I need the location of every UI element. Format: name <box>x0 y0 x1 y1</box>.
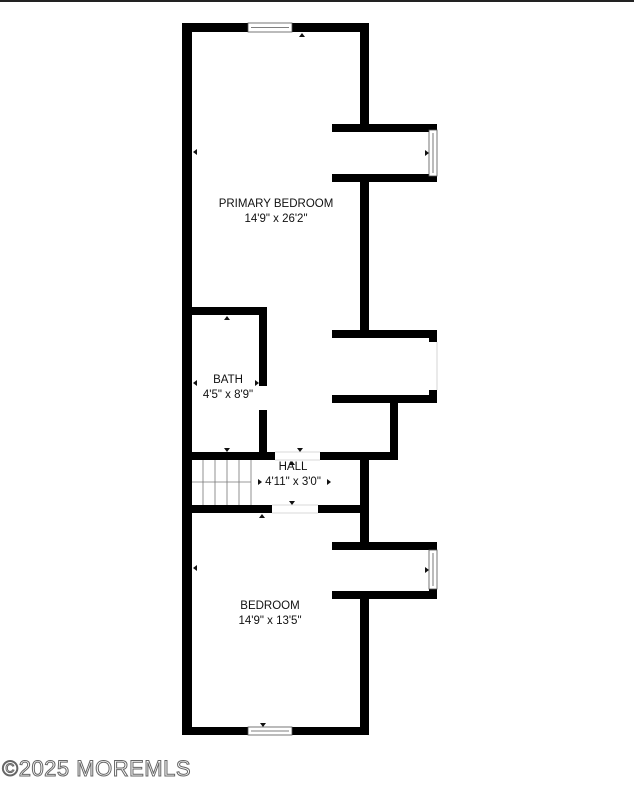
room-bedroom: BEDROOM 14'9" x 13'5" <box>238 599 301 629</box>
room-dimensions: 14'9" x 26'2" <box>244 213 308 225</box>
window-bump3 <box>428 549 438 590</box>
room-dimensions: 14'9" x 13'5" <box>238 615 302 627</box>
room-hall: HALL 4'11" x 3'0" <box>265 460 321 490</box>
window-bottom <box>247 726 293 736</box>
room-name: BEDROOM <box>240 600 300 612</box>
stairs <box>192 460 252 505</box>
room-dimensions: 4'11" x 3'0" <box>265 476 321 488</box>
window-top <box>247 22 293 33</box>
windows <box>247 22 438 736</box>
room-bath: BATH 4'5" x 8'9" <box>203 373 253 403</box>
copyright-watermark: ©2025 MOREMLS <box>2 756 192 782</box>
window-bump1 <box>428 129 438 177</box>
room-name: HALL <box>278 461 308 473</box>
walls <box>182 23 437 735</box>
dimension-markers <box>193 33 429 727</box>
room-name: BATH <box>213 374 243 386</box>
room-primary-bedroom: PRIMARY BEDROOM 14'9" x 26'2" <box>219 197 334 227</box>
room-dimensions: 4'5" x 8'9" <box>202 389 254 401</box>
top-border <box>0 0 634 2</box>
room-name: PRIMARY BEDROOM <box>218 198 334 210</box>
